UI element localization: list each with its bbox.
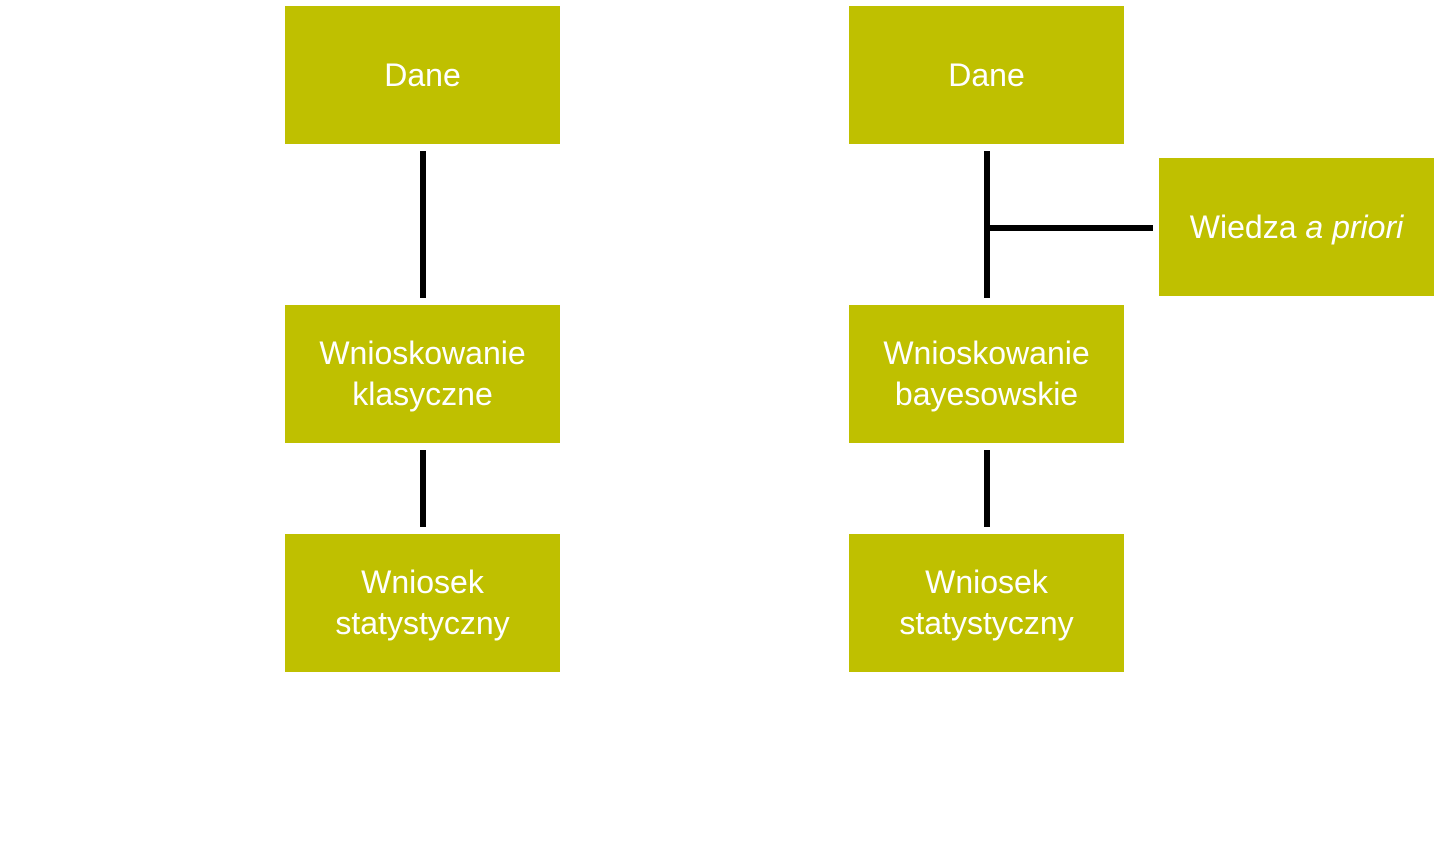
bayesian-conclusion-box: Wniosek statystyczny [849, 534, 1124, 672]
classical-data-to-inference-connector [420, 151, 426, 298]
bayesian-inference-label-line2: bayesowskie [894, 376, 1079, 412]
prior-knowledge-connector [984, 225, 1153, 231]
prior-knowledge-label: Wiedza a priori [1190, 207, 1403, 248]
bayesian-conclusion-label-line1: Wniosek [925, 564, 1048, 600]
prior-knowledge-box: Wiedza a priori [1159, 158, 1434, 296]
classical-data-box: Dane [285, 6, 560, 144]
classical-data-label: Dane [384, 56, 461, 93]
classical-conclusion-label-line1: Wniosek [361, 564, 484, 600]
classical-inference-label-line2: klasyczne [352, 376, 493, 412]
bayesian-conclusion-label-line2: statystyczny [899, 605, 1074, 641]
classical-inference-to-conclusion-connector [420, 450, 426, 527]
bayesian-data-box: Dane [849, 6, 1124, 144]
classical-inference-label-line1: Wnioskowanie [319, 335, 526, 371]
bayesian-data-label: Dane [948, 56, 1025, 93]
classical-conclusion-label-line2: statystyczny [335, 605, 510, 641]
bayesian-inference-box: Wnioskowanie bayesowskie [849, 305, 1124, 443]
bayesian-data-to-inference-connector [984, 151, 990, 298]
bayesian-inference-label-line1: Wnioskowanie [883, 335, 1090, 371]
prior-knowledge-label-italic: a priori [1305, 208, 1404, 245]
classical-inference-box: Wnioskowanie klasyczne [285, 305, 560, 443]
prior-knowledge-label-regular: Wiedza [1189, 208, 1297, 245]
bayesian-inference-to-conclusion-connector [984, 450, 990, 527]
classical-conclusion-box: Wniosek statystyczny [285, 534, 560, 672]
